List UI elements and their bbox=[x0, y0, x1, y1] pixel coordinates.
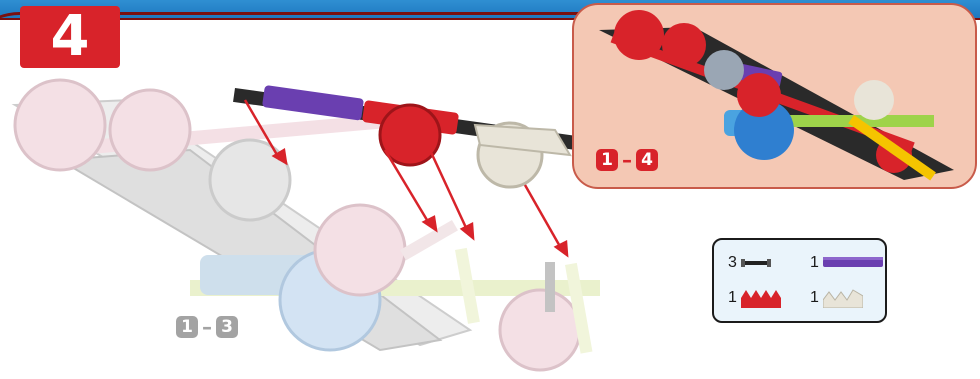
part-count: 1 bbox=[810, 254, 819, 272]
preview-range-from: 1 bbox=[596, 149, 618, 171]
part-count: 1 bbox=[810, 289, 819, 307]
previous-range-from: 1 bbox=[176, 316, 198, 338]
part-count: 1 bbox=[728, 289, 737, 307]
previous-range-to: 3 bbox=[216, 316, 238, 338]
preview-range-to: 4 bbox=[636, 149, 658, 171]
part-count: 3 bbox=[728, 254, 737, 272]
part-red-connector: 1 bbox=[728, 288, 781, 308]
parts-list: 3 1 1 1 bbox=[712, 238, 887, 323]
purple-rod-icon bbox=[823, 257, 883, 269]
black-rod-icon bbox=[741, 258, 771, 268]
preview-range-separator: – bbox=[622, 148, 632, 172]
previous-range-separator: – bbox=[202, 315, 212, 339]
part-black-rod: 3 bbox=[728, 254, 771, 272]
preview-steps-label: 1 – 4 bbox=[596, 148, 658, 172]
part-white-connector: 1 bbox=[810, 288, 863, 308]
red-connector-icon bbox=[741, 288, 781, 308]
completed-preview-panel: 1 – 4 bbox=[572, 3, 977, 189]
previous-steps-label: 1 – 3 bbox=[176, 315, 238, 339]
part-purple-rod: 1 bbox=[810, 254, 883, 272]
white-connector-icon bbox=[823, 288, 863, 308]
